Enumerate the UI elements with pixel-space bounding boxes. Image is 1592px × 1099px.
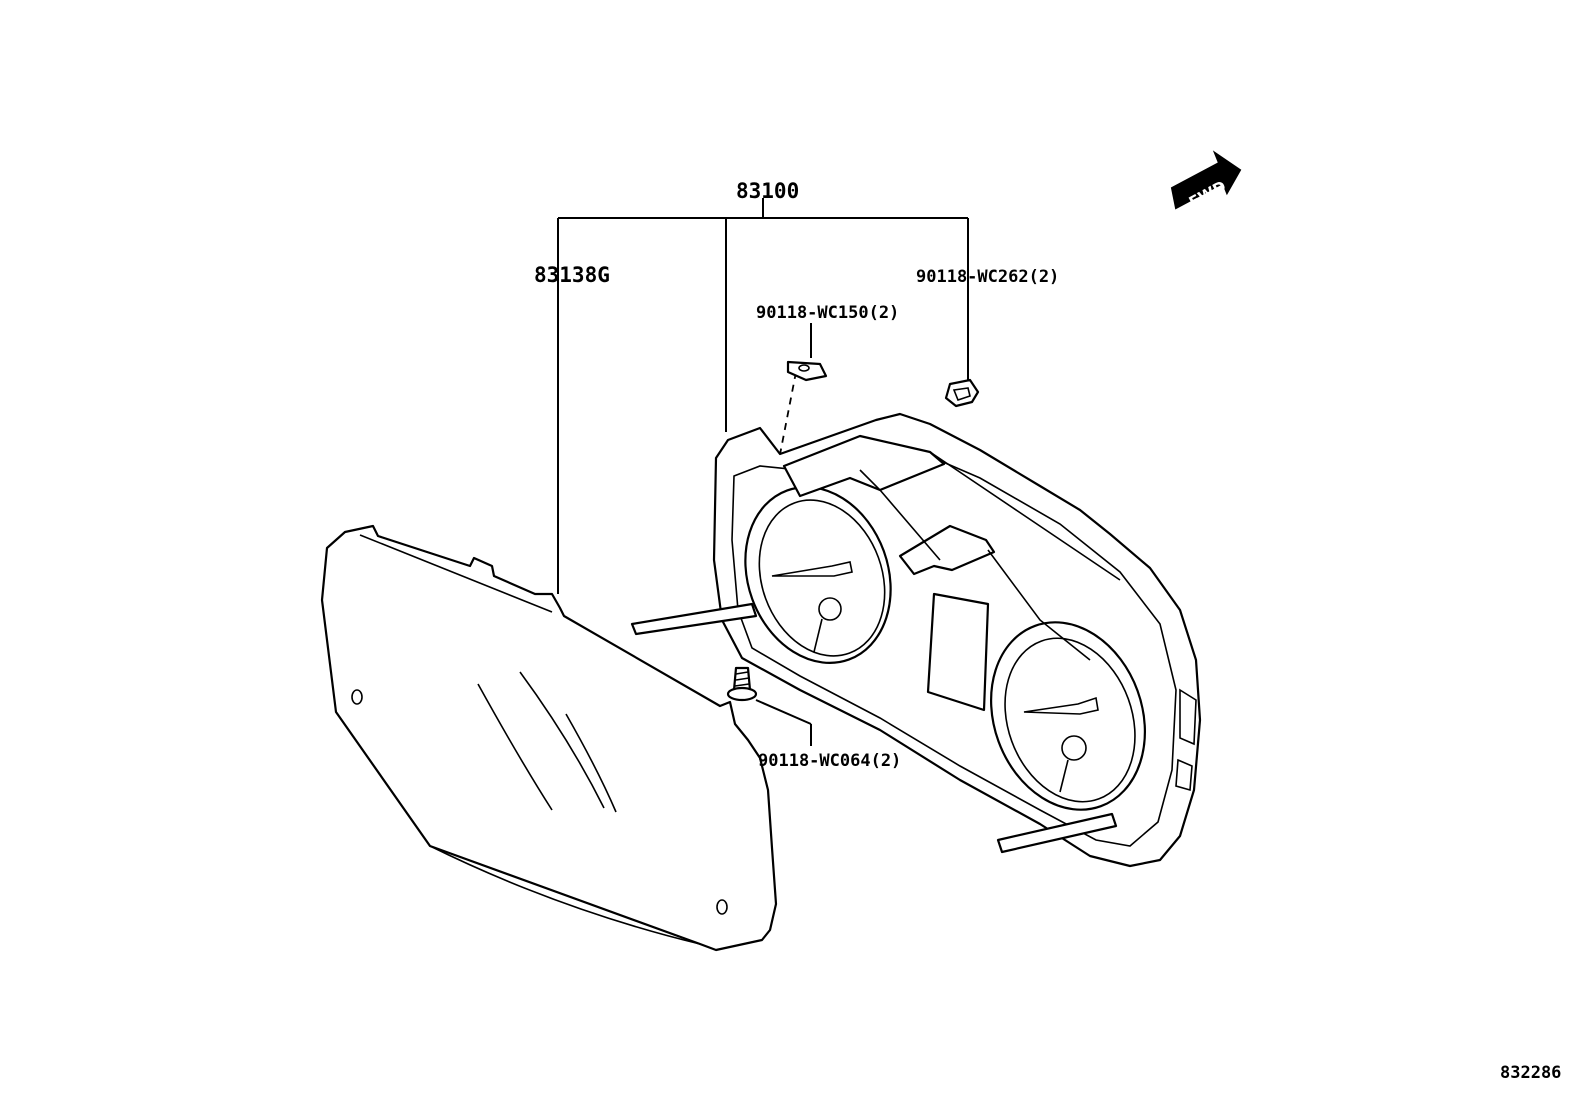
screw-wc064: [726, 666, 758, 702]
diagram-number: 832286: [1500, 1063, 1561, 1083]
meter-lens: [320, 524, 778, 952]
fwd-arrow-icon: FWD: [1170, 150, 1242, 211]
label-83138g: 83138G: [534, 263, 610, 287]
label-wc150: 90118-WC150(2): [756, 303, 899, 323]
label-wc262: 90118-WC262(2): [916, 267, 1059, 287]
clip-wc150: [786, 360, 828, 382]
label-83100: 83100: [736, 179, 799, 203]
label-wc064: 90118-WC064(2): [758, 751, 901, 771]
clip-wc262: [944, 378, 980, 408]
combination-meter: [630, 412, 1202, 868]
